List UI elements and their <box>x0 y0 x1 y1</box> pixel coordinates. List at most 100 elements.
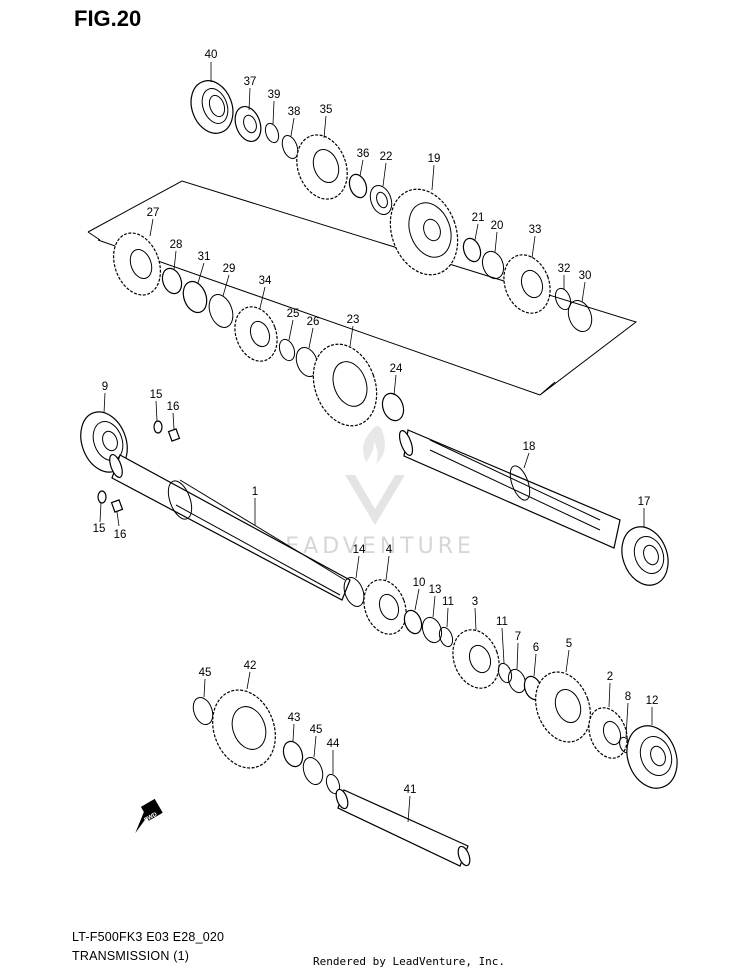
callout-20: 20 <box>491 220 504 232</box>
section-name: TRANSMISSION (1) <box>72 949 190 963</box>
callout-11-b: 11 <box>496 616 508 628</box>
callout-23: 23 <box>347 314 360 326</box>
part-45-washer-a <box>192 696 214 726</box>
callout-34: 34 <box>259 275 272 287</box>
part-23-gear <box>312 343 378 427</box>
callout-44: 44 <box>327 738 340 750</box>
part-18-countershaft <box>398 429 621 549</box>
part-25-circlip <box>278 338 296 362</box>
part-37-sleeve-hub <box>234 105 262 143</box>
callout-22: 22 <box>380 151 393 163</box>
callout-19: 19 <box>428 153 441 165</box>
callout-16-lower: 16 <box>114 529 127 541</box>
part-43-bushing <box>282 740 304 768</box>
callout-38: 38 <box>288 106 301 118</box>
callout-25: 25 <box>287 308 300 320</box>
callout-13: 13 <box>429 584 442 596</box>
part-14-washer <box>343 577 365 607</box>
part-4-gear <box>363 579 407 635</box>
part-20-washer <box>481 250 505 280</box>
part-16-bolt-upper <box>167 428 181 442</box>
callout-2: 2 <box>607 671 613 683</box>
callout-43: 43 <box>288 712 301 724</box>
part-28-bushing <box>161 267 183 295</box>
callout-18: 18 <box>523 441 536 453</box>
callout-1: 1 <box>252 486 258 498</box>
part-5-gear <box>535 671 591 743</box>
part-42-gear <box>212 689 276 769</box>
callout-15-lower: 15 <box>93 523 106 535</box>
part-13-washer <box>421 616 443 644</box>
callout-40: 40 <box>205 49 218 61</box>
callout-15-upper: 15 <box>150 389 163 401</box>
model-code: LT-F500FK3 E03 E28_020 <box>72 930 225 944</box>
part-33-gear <box>503 254 551 314</box>
part-19-gear <box>389 188 459 276</box>
part-27-gear <box>113 232 161 296</box>
part-17-bearing <box>621 526 669 586</box>
render-credit: Rendered by LeadVenture, Inc. <box>313 955 506 968</box>
callouts: 40 37 39 38 35 36 22 19 27 28 31 29 34 2… <box>93 49 659 823</box>
part-15-washer-lower <box>97 490 107 504</box>
part-24-bushing <box>381 392 405 422</box>
part-21-bushing <box>462 237 482 263</box>
callout-31: 31 <box>198 251 211 263</box>
callout-3: 3 <box>472 596 478 608</box>
callout-42: 42 <box>244 660 257 672</box>
part-3-gear <box>452 629 500 689</box>
countershaft-group-outline <box>87 180 638 396</box>
part-45-washer-b <box>302 756 324 786</box>
callout-41: 41 <box>404 784 417 796</box>
part-22-washer <box>369 184 393 216</box>
callout-5: 5 <box>566 638 572 650</box>
callout-45-a: 45 <box>199 667 212 679</box>
figure-title: FIG.20 <box>74 6 142 31</box>
part-16-bolt-lower <box>110 499 124 513</box>
callout-27: 27 <box>147 207 160 219</box>
part-15-washer-upper <box>153 420 163 434</box>
part-12-bearing <box>626 725 678 789</box>
part-11-circlip-a <box>438 626 454 648</box>
part-7-washer <box>507 668 527 694</box>
part-30-washer <box>567 300 593 332</box>
callout-6: 6 <box>533 642 539 654</box>
callout-28: 28 <box>170 239 183 251</box>
callout-21: 21 <box>472 212 485 224</box>
callout-35: 35 <box>320 104 333 116</box>
callout-14: 14 <box>353 544 366 556</box>
callout-45-b: 45 <box>310 724 323 736</box>
callout-11-a: 11 <box>442 596 454 608</box>
part-34-gear <box>234 306 278 362</box>
part-29-washer <box>208 294 234 328</box>
callout-29: 29 <box>223 263 236 275</box>
callout-4: 4 <box>386 544 393 556</box>
part-38-washer <box>281 134 299 160</box>
part-39-circlip <box>264 122 280 144</box>
callout-30: 30 <box>579 270 592 282</box>
callout-7: 7 <box>515 631 521 643</box>
callout-17: 17 <box>638 496 651 508</box>
part-40-bearing <box>190 80 234 134</box>
callout-12: 12 <box>646 695 659 707</box>
callout-24: 24 <box>390 363 403 375</box>
callout-32: 32 <box>558 263 571 275</box>
callout-16-upper: 16 <box>167 401 180 413</box>
part-31-spacer <box>182 280 208 314</box>
part-35-gear <box>296 134 348 200</box>
part-10-bushing <box>403 609 423 635</box>
part-2-gear <box>588 707 628 759</box>
part-32-circlip <box>554 287 572 311</box>
callout-37: 37 <box>244 76 257 88</box>
callout-36: 36 <box>357 148 370 160</box>
callout-39: 39 <box>268 89 281 101</box>
callout-33: 33 <box>529 224 542 236</box>
callout-8: 8 <box>625 691 631 703</box>
part-36-bushing <box>348 173 368 199</box>
forward-direction-arrow: FWD <box>135 798 163 834</box>
part-41-reverse-idler-shaft <box>335 788 471 867</box>
callout-10: 10 <box>413 577 426 589</box>
part-1-mainshaft <box>109 453 351 601</box>
callout-9: 9 <box>102 381 108 393</box>
callout-26: 26 <box>307 316 320 328</box>
